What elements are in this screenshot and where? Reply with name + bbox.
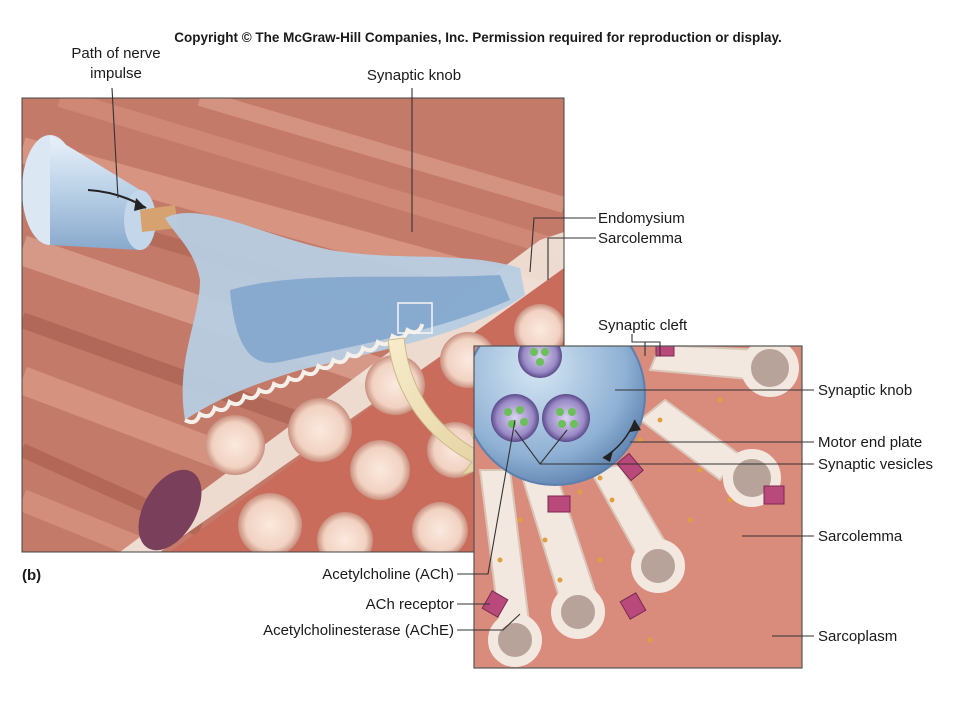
magnified-region-marker [397, 302, 433, 334]
label-acetylcholine: Acetylcholine (ACh) [322, 566, 454, 583]
nucleus [138, 469, 202, 551]
label-sarcolemma-right: Sarcolemma [818, 528, 903, 545]
label-sarcoplasm: Sarcoplasm [818, 628, 897, 645]
label-path-of-nerve-impulse-line2: impulse [90, 65, 142, 82]
leader-lines [111, 87, 814, 637]
synaptic-knob-inner [230, 275, 510, 363]
inset-magnified-view [474, 346, 802, 668]
axon [22, 135, 178, 250]
label-sarcolemma-top: Sarcolemma [598, 230, 683, 247]
label-endomysium: Endomysium [598, 210, 685, 227]
main-illustration [22, 98, 564, 552]
label-synaptic-cleft: Synaptic cleft [598, 317, 688, 334]
ach-receptors [481, 346, 785, 620]
inset-frame [473, 345, 803, 669]
label-path-of-nerve-impulse-line1: Path of nerve [71, 45, 160, 62]
main-illustration-frame [21, 97, 565, 553]
acetylcholine-in-vesicles [504, 348, 578, 428]
postsynaptic-folds [478, 346, 761, 631]
label-synaptic-knob-right: Synaptic knob [818, 382, 912, 399]
label-synaptic-vesicles: Synaptic vesicles [818, 456, 933, 473]
label-ach-receptor: ACh receptor [366, 596, 454, 613]
copyright-notice: Copyright © The McGraw-Hill Companies, I… [174, 30, 782, 45]
label-motor-end-plate: Motor end plate [818, 434, 922, 451]
ach-in-cleft [497, 397, 733, 643]
panel-label: (b) [22, 567, 41, 584]
label-acetylcholinesterase: Acetylcholinesterase (AChE) [263, 622, 454, 639]
label-synaptic-knob-top: Synaptic knob [367, 67, 461, 84]
junctional-folds [184, 323, 425, 425]
